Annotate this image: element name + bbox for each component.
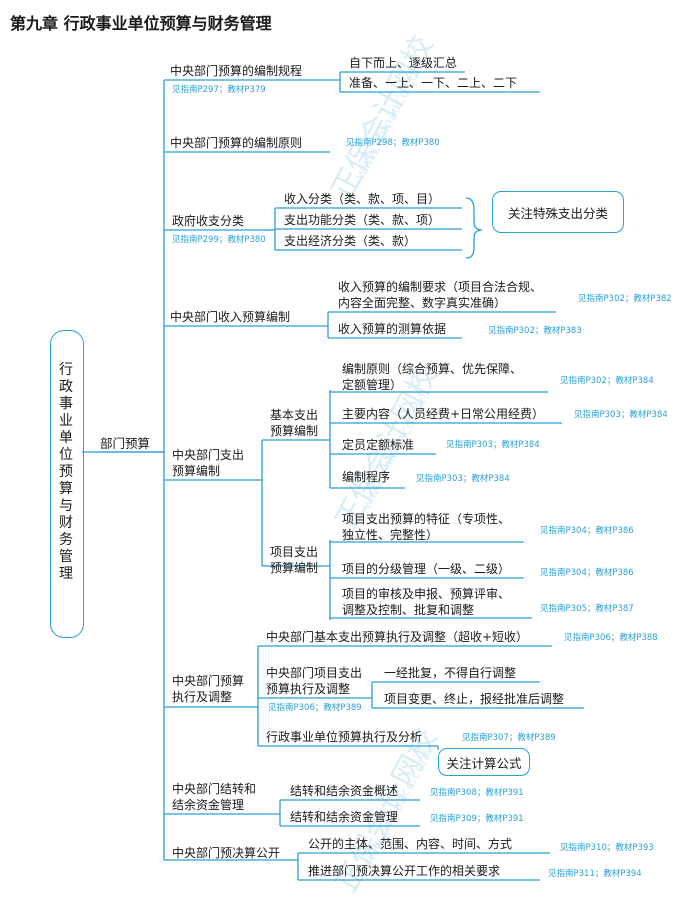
node-bz-yuanze: 中央部门预算的编制原则 bbox=[170, 136, 303, 150]
root-char: 务 bbox=[59, 532, 73, 548]
ref-note: 见指南P302；教材P384 bbox=[560, 376, 654, 386]
ref-note: 见指南P303；教材P384 bbox=[446, 440, 540, 450]
ref-note: 见指南P306；教材P388 bbox=[564, 633, 658, 643]
node-leaf: 公开的主体、范围、内容、时间、方式 bbox=[308, 837, 513, 851]
ref-note: 见指南P302；教材P383 bbox=[488, 326, 582, 336]
node-leaf: 定员定额标准 bbox=[342, 438, 415, 452]
node-leaf: 中央部门基本支出预算执行及调整（超收+短收） bbox=[266, 630, 529, 644]
node-leaf: 收入分类（类、款、项、目） bbox=[284, 192, 441, 206]
root-char: 管 bbox=[59, 549, 73, 565]
root-char: 财 bbox=[59, 515, 73, 531]
ref-note: 见指南P298；教材P380 bbox=[346, 138, 440, 148]
root-node bbox=[50, 330, 84, 638]
node-xiangmu: 预算编制 bbox=[270, 561, 319, 575]
root-char: 与 bbox=[59, 498, 73, 514]
root-char: 行 bbox=[59, 362, 73, 378]
node-shouru: 中央部门收入预算编制 bbox=[170, 310, 291, 324]
node-leaf: 独立性、完整性） bbox=[342, 528, 439, 542]
node-leaf: 编制程序 bbox=[342, 470, 391, 484]
node-leaf: 推进部门预决算公开工作的相关要求 bbox=[308, 864, 501, 878]
ref-note: 见指南P303；教材P384 bbox=[416, 474, 510, 484]
node-leaf: 结转和结余资金管理 bbox=[290, 810, 399, 824]
node-leaf: 结转和结余资金概述 bbox=[290, 784, 399, 798]
root-char: 单 bbox=[59, 430, 73, 446]
node-leaf: 支出功能分类（类、款、项） bbox=[284, 213, 441, 227]
note-box: 关注计算公式 bbox=[438, 748, 530, 776]
ref-note: 见指南P303；教材P384 bbox=[574, 410, 668, 420]
ref-note: 见指南P311；教材P394 bbox=[548, 869, 642, 879]
ref-note: 见指南P305；教材P387 bbox=[540, 604, 634, 614]
node-jiben: 基本支出 bbox=[270, 408, 319, 422]
node-leaf: 一经批复，不得自行调整 bbox=[384, 666, 517, 680]
root-char: 政 bbox=[59, 379, 73, 395]
ref-note: 见指南P299；教材P380 bbox=[172, 235, 266, 245]
page-title: 第九章 行政事业单位预算与财务管理 bbox=[10, 14, 272, 33]
ref-note: 见指南P306；教材P389 bbox=[268, 703, 362, 713]
node-leaf: 调整及控制、批复和调整 bbox=[342, 603, 475, 617]
node-leaf: 项目的分级管理（一级、二级） bbox=[342, 562, 511, 576]
ref-note: 见指南P297；教材P379 bbox=[172, 85, 266, 95]
ref-note: 见指南P302；教材P382 bbox=[578, 294, 672, 304]
node-leaf: 准备、一上、一下、二上、二下 bbox=[349, 76, 518, 90]
node-level1: 部门预算 bbox=[100, 436, 151, 451]
ref-note: 见指南P309；教材P391 bbox=[430, 814, 524, 824]
node-zhixing: 执行及调整 bbox=[172, 690, 233, 704]
node-shouzhi: 政府收支分类 bbox=[172, 214, 245, 228]
node-leaf: 内容全面完整、数字真实准确） bbox=[338, 296, 507, 310]
node-jiben: 预算编制 bbox=[270, 424, 319, 438]
node-gongkai: 中央部门预决算公开 bbox=[172, 846, 281, 860]
node-zx-b: 中央部门项目支出 bbox=[266, 666, 363, 680]
node-leaf: 项目支出预算的特征（专项性、 bbox=[342, 512, 511, 526]
node-leaf: 自下而上、逐级汇总 bbox=[349, 56, 458, 70]
node-leaf: 主要内容（人员经费+日常公用经费） bbox=[342, 407, 545, 421]
node-jiezhuan: 结余资金管理 bbox=[172, 798, 245, 812]
root-char: 业 bbox=[59, 413, 73, 429]
ref-note: 见指南P304；教材P386 bbox=[540, 526, 634, 536]
node-leaf: 定额管理） bbox=[342, 378, 403, 392]
node-leaf: 收入预算的编制要求（项目合法合规、 bbox=[338, 280, 543, 294]
root-char: 理 bbox=[59, 566, 73, 582]
node-leaf: 收入预算的测算依据 bbox=[338, 322, 447, 336]
node-zhichu: 预算编制 bbox=[172, 464, 221, 478]
node-leaf: 编制原则（综合预算、优先保障、 bbox=[342, 362, 523, 376]
root-char: 位 bbox=[59, 447, 73, 463]
node-leaf: 项目的审核及申报、预算评审、 bbox=[342, 587, 511, 601]
node-leaf: 行政事业单位预算执行及分析 bbox=[266, 730, 423, 744]
ref-note: 见指南P307；教材P389 bbox=[462, 733, 556, 743]
ref-note: 见指南P304；教材P386 bbox=[540, 568, 634, 578]
node-zhixing: 中央部门预算 bbox=[172, 674, 245, 688]
node-zx-b: 预算执行及调整 bbox=[266, 682, 351, 696]
node-xiangmu: 项目支出 bbox=[270, 545, 319, 559]
ref-note: 见指南P310；教材P393 bbox=[560, 843, 654, 853]
node-zhichu: 中央部门支出 bbox=[172, 448, 245, 462]
node-leaf: 支出经济分类（类、款） bbox=[284, 234, 417, 248]
node-bz-guicheng: 中央部门预算的编制规程 bbox=[170, 64, 303, 78]
node-jiezhuan: 中央部门结转和 bbox=[172, 782, 257, 796]
root-char: 算 bbox=[59, 481, 73, 497]
note-box: 关注特殊支出分类 bbox=[492, 191, 624, 233]
ref-note: 见指南P308；教材P391 bbox=[430, 788, 524, 798]
root-char: 事 bbox=[59, 396, 73, 412]
root-char: 预 bbox=[59, 464, 73, 480]
node-leaf: 项目变更、终止，报经批准后调整 bbox=[384, 692, 565, 706]
